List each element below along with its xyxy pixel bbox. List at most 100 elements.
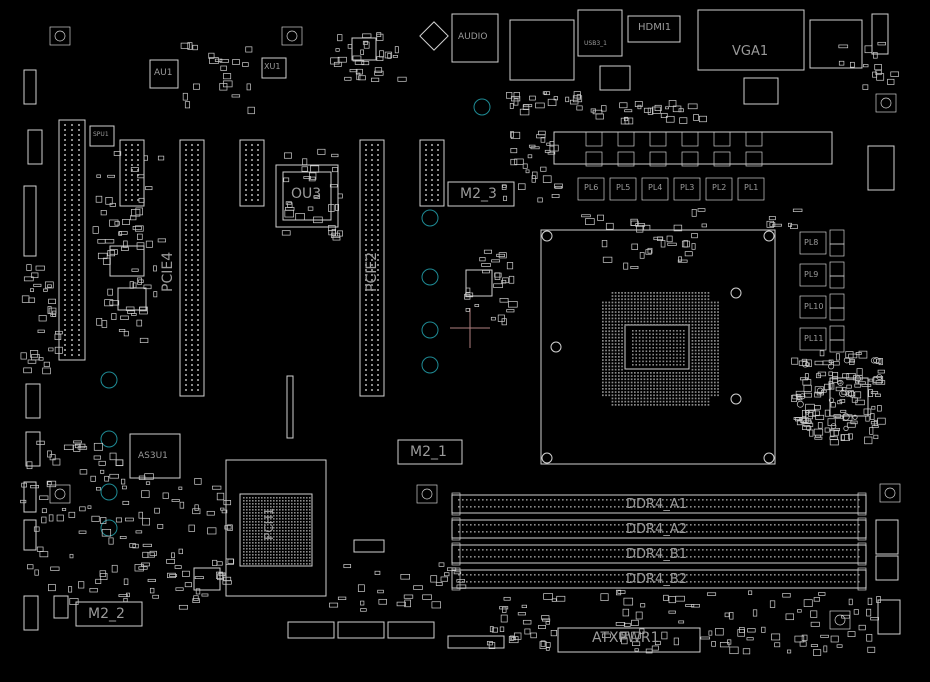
cpu-pad — [704, 324, 707, 326]
cpu-pad — [710, 346, 713, 349]
dimm-pin — [746, 556, 748, 558]
smd-component — [206, 510, 215, 516]
dimm-pin — [790, 549, 792, 551]
cpu-pad — [685, 295, 687, 297]
cpu-pad — [642, 336, 644, 339]
cpu-pad — [624, 317, 627, 320]
slot-pin — [371, 379, 373, 381]
cpu-pad — [662, 372, 665, 374]
dimm-pin — [634, 499, 636, 501]
vrm-choke — [799, 231, 827, 255]
smd-component — [853, 609, 859, 615]
dimm-pin — [810, 549, 812, 551]
slot-pin — [251, 149, 253, 151]
smd-component — [29, 288, 34, 292]
smd-component — [184, 582, 192, 588]
dimm-pin — [798, 556, 800, 558]
slot-pin — [245, 184, 247, 186]
smd-component — [453, 571, 462, 575]
pch-pad — [249, 545, 251, 547]
dimm-pin — [602, 549, 604, 551]
pch-pad — [306, 515, 308, 517]
slot-pin — [71, 309, 73, 311]
smd-component — [137, 277, 142, 285]
cpu-pad — [637, 404, 639, 406]
cpu-pad — [717, 394, 719, 397]
smd-component — [343, 564, 352, 569]
pch-pad — [294, 536, 296, 538]
cpu-pad — [691, 320, 694, 323]
smd-component — [782, 592, 791, 598]
cpu-pad — [618, 356, 620, 358]
header — [23, 481, 37, 513]
cpu-pad — [630, 314, 633, 317]
cpu-pad — [634, 295, 636, 297]
cpu-pad — [602, 349, 604, 352]
cpu-pad — [605, 327, 607, 329]
dimm-pin — [682, 499, 684, 501]
pch-pad — [300, 524, 302, 526]
dimm-pin — [610, 506, 612, 508]
dimm-pin — [674, 574, 676, 576]
dimm-pin — [834, 556, 836, 558]
cpu-pad — [717, 340, 719, 342]
smd-component — [794, 635, 805, 643]
cpu-pad — [602, 317, 604, 320]
cpu-pad — [678, 308, 681, 310]
smd-component — [540, 640, 546, 647]
dimm-pin — [582, 506, 584, 508]
pch-pad — [279, 524, 281, 526]
cpu-pad — [662, 311, 665, 313]
smd-component — [46, 480, 57, 488]
smd-component — [26, 461, 33, 470]
cpu-pad — [707, 343, 710, 345]
cpu-pad — [666, 391, 668, 393]
dimm-pin — [498, 531, 500, 533]
dimm-pin — [638, 524, 640, 526]
slot-pin — [257, 149, 259, 151]
cpu-pad — [675, 384, 678, 387]
dimm-pin — [846, 506, 848, 508]
dimm-pin — [514, 499, 516, 501]
dimm-pin — [558, 506, 560, 508]
slot-pin — [191, 169, 193, 171]
pch-pad — [309, 515, 311, 517]
cpu-pad — [698, 397, 700, 400]
cpu-pad — [707, 301, 710, 304]
smd-component — [592, 109, 603, 115]
pch-pad — [273, 515, 275, 517]
smd-component — [42, 367, 51, 375]
cpu-pad — [679, 357, 682, 359]
slot-pin — [191, 339, 193, 341]
smd-component — [313, 195, 321, 199]
cpu-pad — [678, 324, 681, 326]
slot-pin — [365, 194, 367, 196]
cpu-pad — [653, 304, 655, 307]
dimm-pin — [490, 524, 492, 526]
slot-pin — [197, 284, 199, 286]
dimm-pin — [630, 581, 632, 583]
slot-pin — [197, 264, 199, 266]
dimm-pin — [706, 506, 708, 508]
slot-pin — [64, 179, 66, 181]
dimm-pin — [814, 531, 816, 533]
cpu-pad — [672, 343, 675, 346]
smd-component — [623, 116, 629, 122]
dimm-pin — [634, 549, 636, 551]
cpu-pad — [605, 320, 607, 323]
cpu-pad — [688, 304, 691, 307]
cpu-pad — [646, 298, 649, 301]
dimm-pin — [802, 574, 804, 576]
cpu-pad — [634, 388, 636, 390]
dimm-pin — [566, 524, 568, 526]
slot-pin — [78, 149, 80, 151]
dimm-pin — [722, 549, 724, 551]
dimm-pin — [726, 556, 728, 558]
smd-component — [48, 584, 56, 592]
dimm-pin — [562, 581, 564, 583]
dimm-pin — [462, 499, 464, 501]
dimm-pin — [746, 499, 748, 501]
cpu-pad — [704, 372, 707, 374]
dimm-pin — [614, 506, 616, 508]
dimm-pin — [574, 524, 576, 526]
